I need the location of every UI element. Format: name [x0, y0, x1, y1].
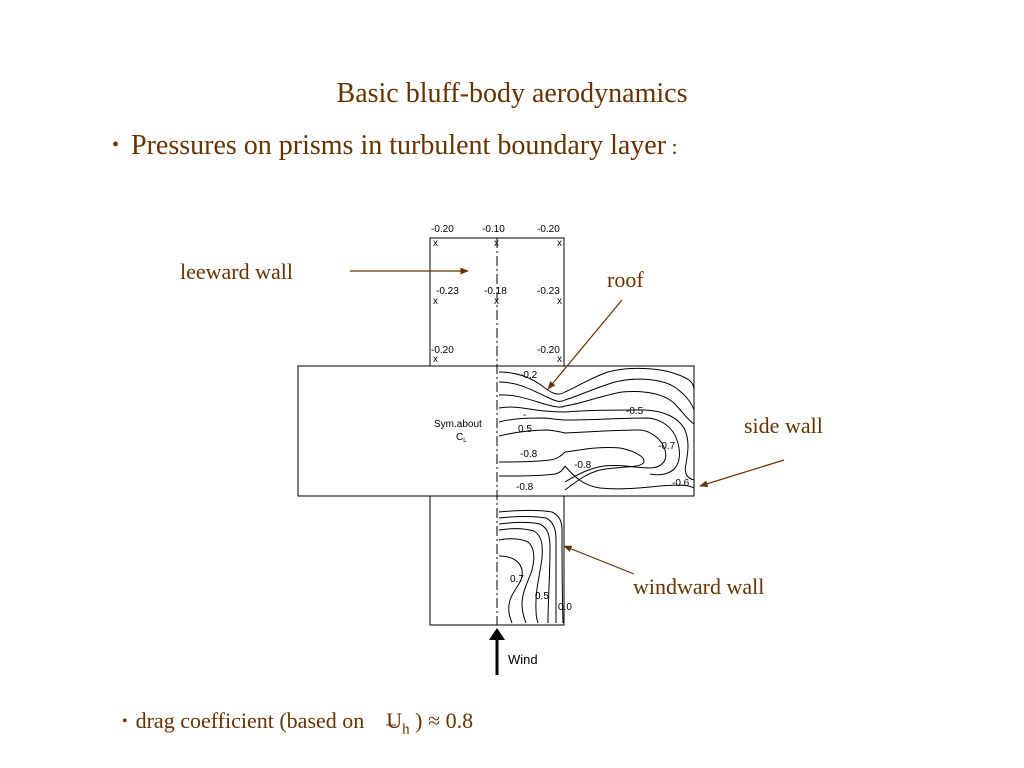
leeward-marker: x — [494, 296, 499, 307]
leeward-marker: x — [433, 296, 438, 307]
roof-contour-label: -0.8 — [520, 449, 538, 460]
roof-contour-label: -0.2 — [520, 370, 538, 381]
roof-contour-label: 0.5 — [518, 424, 532, 435]
symmetry-label: Sym.about — [434, 419, 482, 430]
side-contour-label: -0.5 — [626, 406, 644, 417]
leeward-value-top-mid: -0.10 — [482, 224, 505, 235]
u-sub: h — [402, 721, 410, 738]
windward-contour-label: 0.5 — [535, 591, 549, 602]
bullet-pressures: • Pressures on prisms in turbulent bounda… — [112, 130, 678, 162]
leeward-marker: x — [494, 238, 499, 249]
callout-leeward-wall: leeward wall — [180, 259, 293, 284]
drag-text: drag coefficient (based on — [135, 708, 365, 733]
windward-wall-contour-lines — [498, 510, 564, 624]
windward-contour-label: 0.7 — [510, 574, 524, 585]
leeward-value-mid-right: -0.23 — [537, 286, 560, 297]
side-wall-arrow — [699, 459, 785, 487]
bullet-drag-coefficient: • drag coefficient (based on _Uh ) ≈ 0.8 — [122, 706, 474, 738]
slide-title: Basic bluff-body aerodynamics — [336, 78, 688, 109]
bullet-marker: • — [122, 713, 128, 730]
roof-arrow — [547, 299, 623, 390]
leeward-value-top-left: -0.20 — [431, 224, 454, 235]
leeward-marker: x — [433, 238, 438, 249]
drag-suffix: ) ≈ 0.8 — [415, 708, 474, 733]
roof-contour-lines — [498, 371, 566, 477]
side-contour-label: -0.7 — [658, 441, 676, 452]
windward-contour-label: 0.0 — [558, 602, 572, 613]
callout-side-wall: side wall — [744, 413, 823, 438]
leeward-marker: x — [557, 296, 562, 307]
roof-side-panel — [297, 365, 695, 497]
symmetry-cl-label: CL — [456, 432, 467, 444]
leeward-value-bot-left: -0.20 — [431, 345, 454, 356]
side-contour-label: -0.6 — [672, 478, 690, 489]
bullet-colon: : — [666, 134, 678, 159]
leeward-marker: x — [557, 354, 562, 365]
leeward-marker: x — [557, 238, 562, 249]
wind-arrow-head — [489, 628, 505, 640]
u-var: U — [386, 708, 403, 733]
windward-wall-arrow — [563, 545, 635, 575]
leeward-value-mid-mid: -0.18 — [484, 286, 507, 297]
roof-contour-label: - — [523, 410, 526, 421]
side-wall-contour-lines — [564, 367, 695, 491]
leeward-value-bot-right: -0.20 — [537, 345, 560, 356]
wind-label: Wind — [508, 652, 538, 667]
u-bar: _ — [386, 706, 397, 728]
u-h-symbol: _Uh — [386, 706, 410, 738]
callout-windward-wall: windward wall — [633, 574, 764, 599]
side-contour-label: -0.8 — [574, 460, 592, 471]
roof-contour-label: -0.8 — [516, 482, 534, 493]
bullet-text: Pressures on prisms in turbulent boundar… — [131, 130, 667, 161]
leeward-value-top-right: -0.20 — [537, 224, 560, 235]
leeward-marker: x — [433, 354, 438, 365]
bullet-marker: • — [112, 134, 120, 156]
callout-roof: roof — [607, 267, 644, 292]
leeward-value-mid-left: -0.23 — [436, 286, 459, 297]
